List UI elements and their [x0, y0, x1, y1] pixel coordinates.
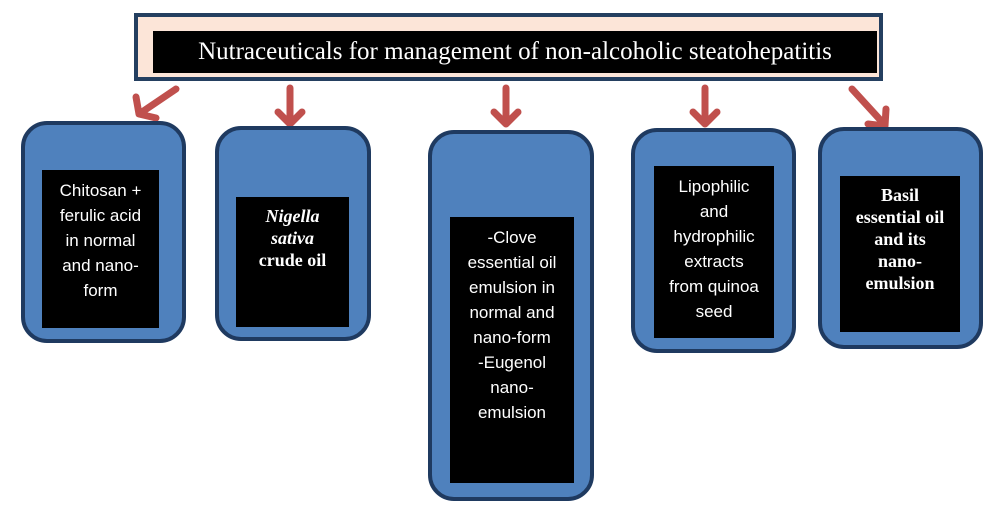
diagram-title: Nutraceuticals for management of non-alc… [153, 31, 877, 73]
arrow-4 [689, 84, 721, 128]
box-4-line-1: Lipophilic [678, 177, 750, 196]
box-4-line-2: and [699, 202, 729, 221]
box-4-line-4: extracts [684, 252, 744, 271]
box-1-line-1: Chitosan + [59, 181, 142, 200]
box-4-line-6: seed [695, 302, 733, 321]
box-clove-text: -Clove essential oil emulsion in normal … [450, 217, 574, 483]
box-basil-text: Basil essential oil and its nano- emulsi… [840, 176, 960, 332]
box-5-line-3: and its [874, 229, 926, 249]
arrow-1 [132, 85, 180, 122]
box-1-line-2: ferulic acid [59, 206, 142, 225]
arrow-5 [848, 85, 890, 130]
box-1-line-5: form [83, 281, 118, 300]
box-4-line-5: from quinoa [669, 277, 759, 296]
box-2-line-3: crude oil [258, 250, 327, 270]
box-5-line-4: nano- [877, 251, 922, 271]
box-2-line-1: Nigella [265, 206, 320, 226]
box-2-line-2: sativa [271, 228, 314, 248]
box-5-line-1: Basil [880, 185, 919, 205]
box-5-line-5: emulsion [865, 273, 935, 293]
box-3-line-8: emulsion [477, 403, 547, 422]
box-3-line-1: -Clove [487, 228, 537, 247]
box-5-line-2: essential oil [855, 207, 945, 227]
box-1-line-3: in normal [65, 231, 136, 250]
box-3-line-7: nano- [490, 378, 534, 397]
box-3-line-5: nano-form [473, 328, 551, 347]
box-quinoa-text: Lipophilic and hydrophilic extracts from… [654, 166, 774, 338]
arrow-2 [274, 84, 306, 128]
arrow-3 [490, 84, 522, 128]
box-4-line-3: hydrophilic [673, 227, 755, 246]
box-3-line-6: -Eugenol [477, 353, 547, 372]
box-3-line-3: emulsion in [469, 278, 555, 297]
box-3-line-2: essential oil [467, 253, 557, 272]
box-nigella-text: Nigella sativa crude oil [236, 197, 349, 327]
box-3-line-4: normal and [469, 303, 555, 322]
box-chitosan-text: Chitosan + ferulic acid in normal and na… [42, 170, 159, 328]
box-1-line-4: and nano- [62, 256, 139, 275]
